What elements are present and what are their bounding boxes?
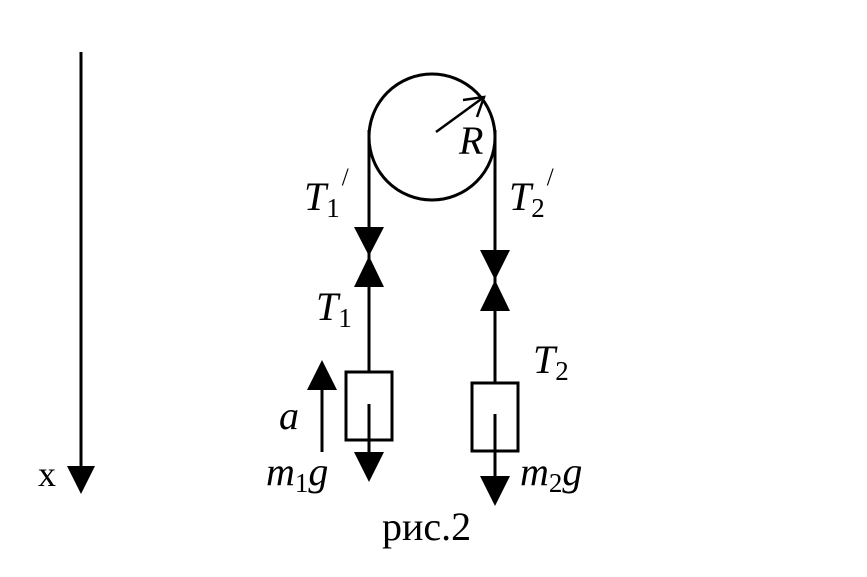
t2-arrowhead [480,280,510,311]
t1-label: T1 [316,284,352,333]
t2-label: T2 [533,337,569,386]
radius-arrow [435,95,486,134]
t1-prime-label: T1/ [304,164,349,223]
radius-label: R [458,118,483,163]
x-axis-label: x [38,454,56,494]
t2-prime-arrowhead [480,250,510,280]
x-axis-arrow [67,52,95,494]
acceleration-arrow [307,360,337,452]
m2g-arrow [480,414,510,506]
t1-prime-arrowhead [354,227,384,256]
t2-prime-label: T2/ [509,164,554,223]
t1-arrowhead [354,256,384,287]
figure-caption: рис.2 [382,504,471,549]
m1g-label: m1g [266,449,328,498]
m2g-label: m2g [520,449,582,498]
acceleration-label: a [279,393,299,438]
m1g-arrow [354,404,384,482]
